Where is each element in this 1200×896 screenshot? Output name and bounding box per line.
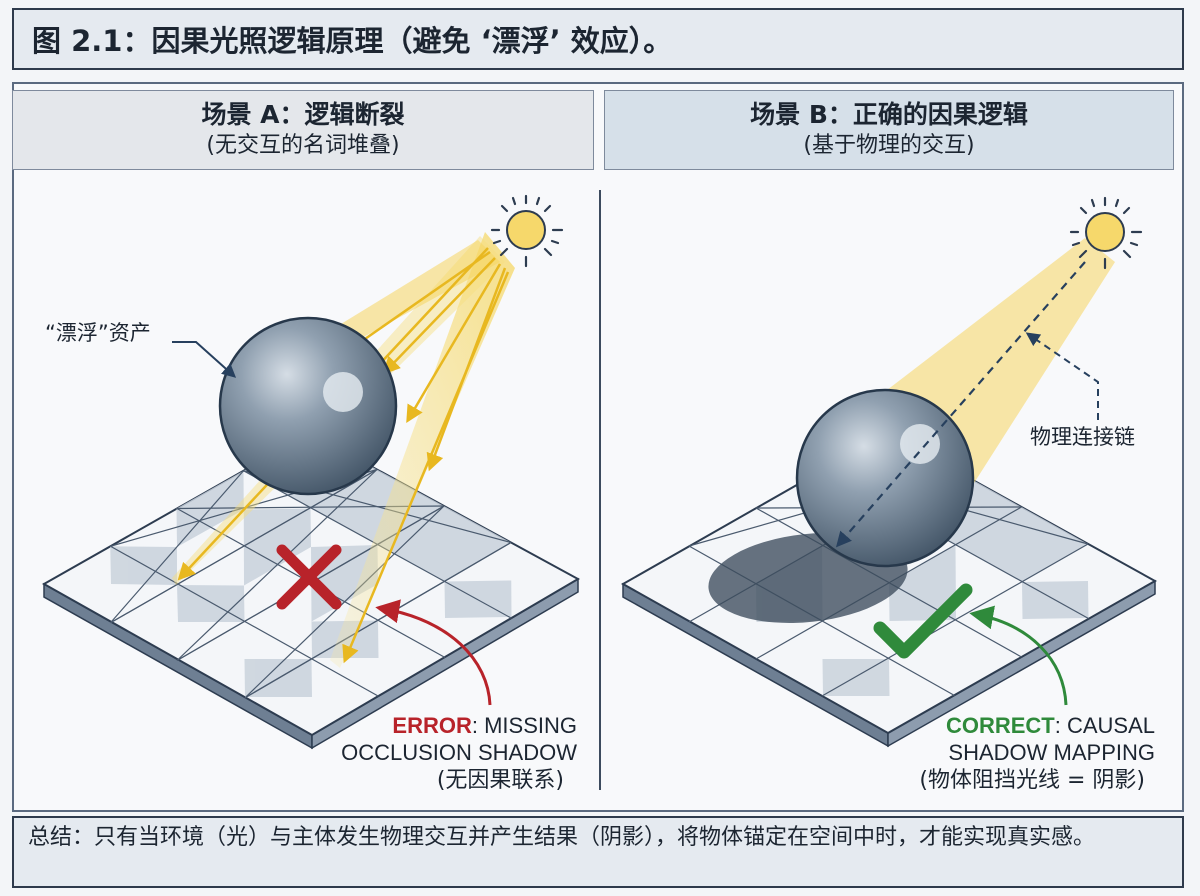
panel-b-scene: 物理连接链 CORRECT: CAUSAL xyxy=(620,196,1158,793)
error-line2: OCCLUSION SHADOW xyxy=(341,740,577,765)
panel-a-subheading: (无交互的名词堆叠) xyxy=(206,133,400,158)
correct-check-icon xyxy=(873,583,973,659)
panel-a-heading: 场景 A：逻辑断裂 xyxy=(201,100,405,129)
sun-icon xyxy=(1069,196,1143,270)
sun-icon xyxy=(490,194,564,268)
panel-b-subheading: (基于物理的交互) xyxy=(803,133,975,158)
panel-b-heading: 场景 B：正确的因果逻辑 xyxy=(750,100,1028,129)
correct-line3: (物体阻挡光线 = 阴影) xyxy=(919,768,1145,793)
label-floating-asset: “漂浮”资产 xyxy=(45,321,151,345)
link-label-leader xyxy=(1025,332,1099,420)
physics-link-arrow xyxy=(835,261,1086,548)
floating-sphere xyxy=(218,316,398,496)
error-keyword: ERROR xyxy=(392,713,472,738)
panel-b-header: 场景 B：正确的因果逻辑 (基于物理的交互) xyxy=(604,90,1174,170)
error-pointer-arrow xyxy=(375,599,492,706)
correct-label: CORRECT: CAUSAL xyxy=(946,713,1155,738)
error-label: ERROR: MISSING xyxy=(392,713,577,738)
label-physics-link: 物理连接链 xyxy=(1030,425,1135,449)
correct-pointer-arrow xyxy=(969,605,1068,706)
panel-a-scene: “漂浮”资产 ERROR: MISSING OCCLUSION SHADOW (… xyxy=(41,194,581,793)
panel-a-header: 场景 A：逻辑断裂 (无交互的名词堆叠) xyxy=(12,90,594,170)
correct-rest: : CAUSAL xyxy=(1055,713,1155,738)
correct-line2: SHADOW MAPPING xyxy=(948,740,1155,765)
sphere-b-highlight xyxy=(900,424,940,464)
figure-title: 图 2.1：因果光照逻辑原理（避免 ‘漂浮’ 效应）。 xyxy=(12,8,1184,70)
error-rest: : MISSING xyxy=(472,713,577,738)
correct-keyword: CORRECT xyxy=(946,713,1055,738)
floating-leader-arrow xyxy=(172,341,237,378)
summary-footer: 总结：只有当环境（光）与主体发生物理交互并产生结果（阴影），将物体锚定在空间中时… xyxy=(12,816,1184,888)
grounded-sphere xyxy=(795,388,975,568)
error-x-icon xyxy=(276,544,342,610)
sphere-highlight xyxy=(323,372,363,412)
error-line3: (无因果联系) xyxy=(437,768,564,793)
